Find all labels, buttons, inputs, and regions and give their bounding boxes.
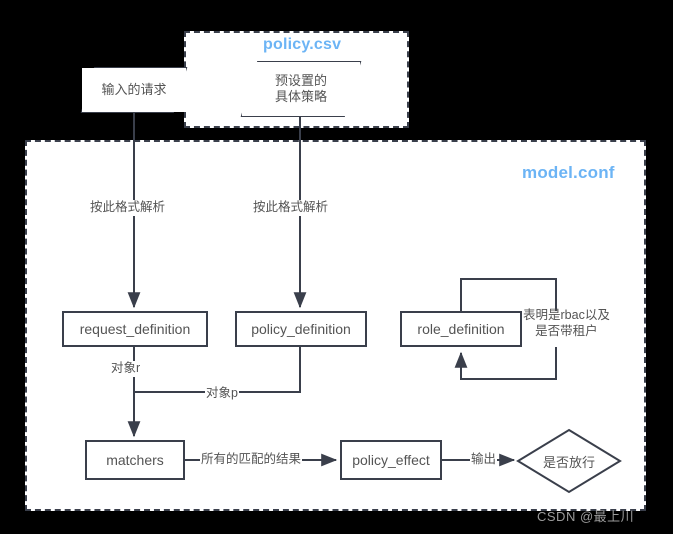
edge-label-output: 输出 <box>470 452 498 468</box>
edge-label-rbac-note: 表明是rbac以及 是否带租户 <box>523 308 610 338</box>
edge-label-object-p: 对象p <box>205 386 239 402</box>
node-policy-effect-label: policy_effect <box>352 452 430 468</box>
node-matchers-label: matchers <box>106 452 164 468</box>
shape-input-request-label: 输入的请求 <box>101 81 167 97</box>
shape-decision-label: 是否放行 <box>542 454 595 470</box>
node-policy-definition: policy_definition <box>235 311 367 347</box>
node-request-definition: request_definition <box>62 311 208 347</box>
edge-label-object-r: 对象r <box>110 361 142 377</box>
shape-decision: 是否放行 <box>518 430 620 492</box>
edge-label-all-matches: 所有的匹配的结果 <box>200 452 303 468</box>
node-matchers: matchers <box>85 440 185 480</box>
watermark: CSDN @最上川 <box>537 509 635 524</box>
shape-input-request: 输入的请求 <box>82 68 186 112</box>
shape-preset-policy: 预设置的 具体策略 <box>242 62 360 116</box>
policy-csv-title: policy.csv <box>263 36 342 53</box>
model-conf-title: model.conf <box>522 163 615 182</box>
edge-label-parse-right: 按此格式解析 <box>252 200 330 216</box>
node-role-definition: role_definition <box>400 311 522 347</box>
node-request-definition-label: request_definition <box>79 321 191 337</box>
edge-label-parse-left: 按此格式解析 <box>89 200 167 216</box>
node-role-definition-label: role_definition <box>417 321 505 337</box>
node-policy-definition-label: policy_definition <box>251 321 351 337</box>
shape-preset-policy-label: 预设置的 具体策略 <box>274 72 327 104</box>
node-policy-effect: policy_effect <box>340 440 442 480</box>
